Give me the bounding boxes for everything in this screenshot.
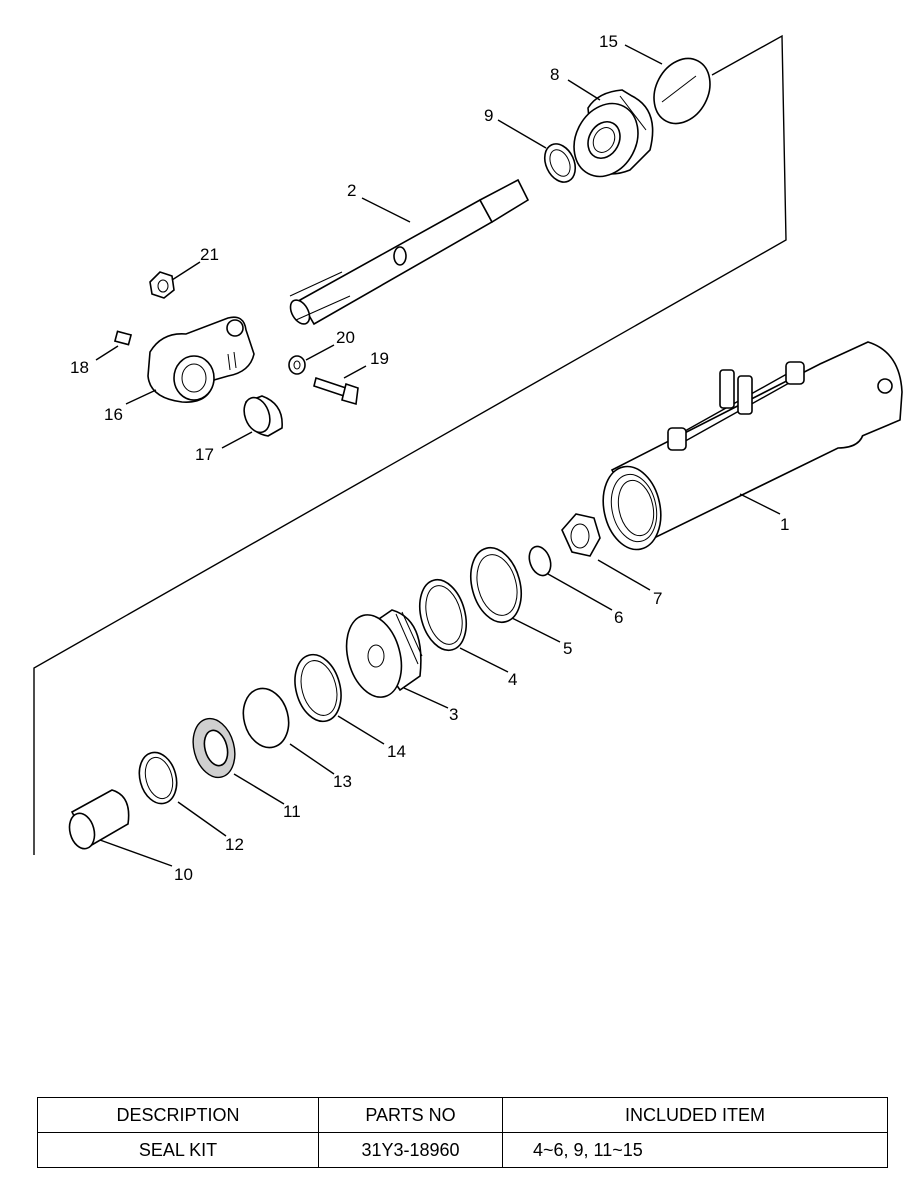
callout-19: 19 (370, 349, 389, 368)
callout-6: 6 (614, 608, 623, 627)
cell-included-item: 4~6, 9, 11~15 (502, 1132, 888, 1168)
callout-1: 1 (780, 515, 789, 534)
callout-7: 7 (653, 589, 662, 608)
part-16-rod-eye (147, 316, 255, 403)
part-6-o-ring (528, 545, 552, 577)
header-included-item: INCLUDED ITEM (502, 1097, 888, 1133)
callout-14: 14 (387, 742, 406, 761)
callout-4: 4 (508, 670, 517, 689)
callout-10: 10 (174, 865, 193, 884)
callout-18: 18 (70, 358, 89, 377)
part-12-ring (138, 751, 178, 805)
part-3-piston (345, 609, 423, 698)
part-15-o-ring (653, 57, 711, 125)
part-9-ring (543, 143, 577, 183)
part-20-washer (288, 355, 306, 375)
callout-13: 13 (333, 772, 352, 791)
exploded-parts-diagram: 1 2 3 4 5 6 7 8 9 10 11 12 13 14 15 16 1… (33, 32, 903, 884)
part-21-nut (149, 271, 175, 299)
callout-16: 16 (104, 405, 123, 424)
header-description: DESCRIPTION (37, 1097, 319, 1133)
part-10-bushing (68, 789, 130, 850)
part-18-grease-nipple (113, 330, 133, 346)
table-row: SEAL KIT 31Y3-18960 4~6, 9, 11~15 (37, 1132, 888, 1168)
callout-15: 15 (599, 32, 618, 51)
part-2-rod (289, 178, 530, 326)
callout-2: 2 (347, 181, 356, 200)
header-parts-no: PARTS NO (318, 1097, 503, 1133)
callout-20: 20 (336, 328, 355, 347)
callout-11: 11 (283, 802, 301, 821)
part-4-ring (418, 578, 468, 652)
part-8-gland (573, 89, 654, 178)
seal-kit-boundary (33, 34, 787, 855)
callout-17: 17 (195, 445, 214, 464)
callout-3: 3 (449, 705, 458, 724)
table-header-row: DESCRIPTION PARTS NO INCLUDED ITEM (37, 1097, 888, 1133)
part-13-o-ring (242, 687, 290, 749)
callout-21: 21 (200, 245, 219, 264)
seal-kit-table: DESCRIPTION PARTS NO INCLUDED ITEM SEAL … (37, 1097, 888, 1168)
cell-description: SEAL KIT (37, 1132, 319, 1168)
part-7-nut (561, 513, 601, 557)
callout-9: 9 (484, 106, 493, 125)
part-11-wear-ring (192, 717, 236, 779)
cell-parts-no: 31Y3-18960 (318, 1132, 503, 1168)
part-14-back-up-ring (294, 653, 342, 723)
part-5-ring (470, 546, 522, 624)
part-1-tube (602, 341, 903, 551)
part-19-bolt (313, 376, 359, 406)
callout-12: 12 (225, 835, 244, 854)
callout-8: 8 (550, 65, 559, 84)
part-17-bushing (243, 395, 283, 437)
callout-5: 5 (563, 639, 572, 658)
leader-lines (95, 44, 781, 867)
